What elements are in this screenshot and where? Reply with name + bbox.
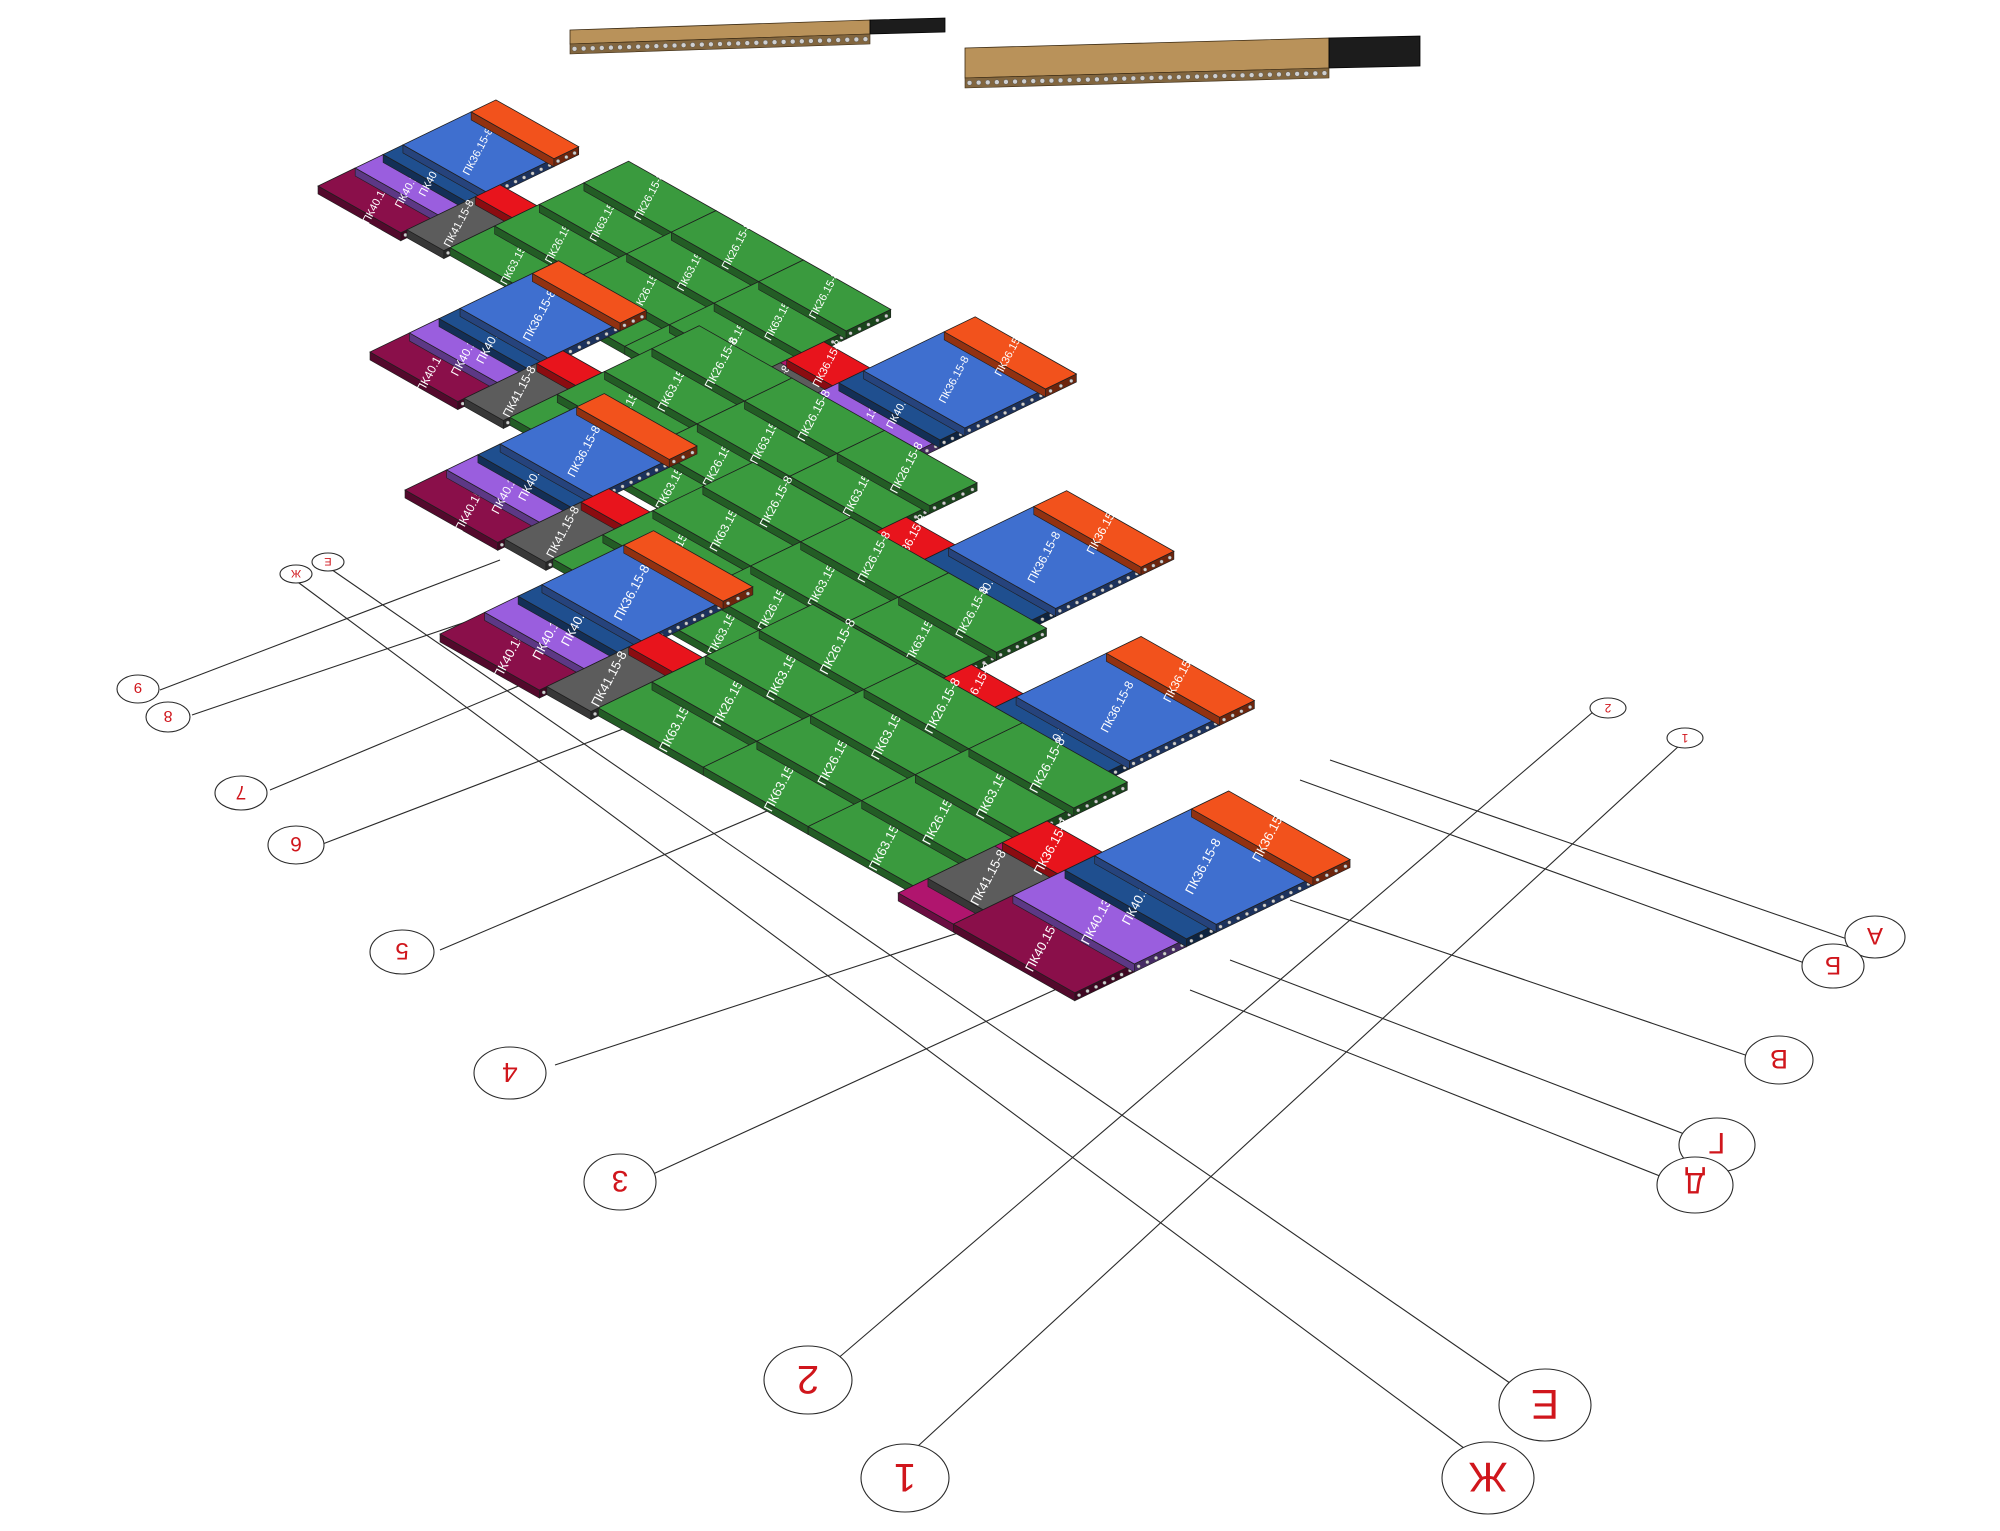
axis-bubble-E: Е: [1498, 1368, 1592, 1442]
slab-left-orange: [531, 260, 648, 332]
svg-text:А: А: [1867, 922, 1883, 949]
slab-green-2-2: ПК63.15-8: [788, 452, 931, 538]
axis-bubble-7: 7: [214, 775, 268, 811]
axis-bubble-right-1: 1: [1666, 727, 1704, 749]
slab-right-orange: ПК36.15-8: [1190, 790, 1351, 887]
svg-text:1: 1: [894, 1455, 916, 1499]
axis-line-1: [904, 744, 1681, 1459]
axis-line-G: [1229, 959, 1701, 1141]
axis-bubble-6: 6: [267, 825, 325, 865]
svg-text:3: 3: [612, 1164, 629, 1197]
slab-green-2-3: ПК26.15-8: [836, 429, 978, 515]
axis-line-3: [639, 959, 1121, 1181]
axis-bubble-Zh: Ж: [1441, 1441, 1535, 1515]
svg-text:Е: Е: [1531, 1381, 1559, 1428]
axis-bubble-8: 8: [145, 701, 191, 733]
slab-green-1-2: ПК63.15-8: [696, 400, 839, 485]
svg-text:1: 1: [1681, 731, 1688, 745]
svg-text:Ж: Ж: [1468, 1454, 1507, 1501]
slab-left-orange: [622, 530, 754, 610]
axis-bubble-5: 5: [369, 929, 435, 975]
slab-right-blue: ПК36.15-8: [1093, 808, 1314, 933]
slab-left-orange: [470, 99, 580, 168]
slab-left-blue: ПК36.15-8: [402, 111, 555, 201]
svg-text:5: 5: [395, 937, 408, 964]
slab-left-orange: [575, 393, 698, 468]
slab-right-blue: ПК36.15-8: [1015, 652, 1221, 770]
roof-slab-right: [964, 35, 1421, 89]
axis-line-D: [1189, 989, 1671, 1181]
svg-text:Б: Б: [1825, 951, 1841, 979]
axis-bubble-9: 9: [116, 674, 160, 704]
slab-green-2-3: ПК26.15-8: [897, 572, 1048, 661]
slab-right-blue: ПК36.15-8: [862, 331, 1047, 437]
axis-line-E: [324, 564, 1521, 1391]
axis-bubble-3: 3: [583, 1153, 657, 1211]
svg-text:9: 9: [134, 679, 142, 696]
axis-line-2: [821, 705, 1601, 1373]
axis-line-9: [159, 559, 501, 691]
slab-right-red: ПК36.15-8: [785, 338, 871, 395]
slab-left-blue: ПК36.15-8: [541, 544, 724, 650]
svg-text:В: В: [1770, 1044, 1788, 1074]
slab-green-0-3: ПК26.15-8: [758, 603, 919, 698]
axis-line-B: [1299, 779, 1811, 966]
svg-text:4: 4: [502, 1057, 518, 1088]
slab-left-maroon: ПК40.15-8: [404, 469, 541, 551]
slab-green-0-3: ПК26.15-8: [651, 325, 793, 410]
axis-bubble-top-E: Е: [311, 552, 345, 572]
slab-right-orange: ПК36.15-8: [1105, 636, 1256, 726]
axis-line-V: [1289, 899, 1761, 1061]
svg-text:6: 6: [290, 832, 302, 855]
slab-right-orange: ПК36.15-8: [1032, 490, 1175, 576]
slab-right-maroon: ПК40.15-8: [952, 894, 1136, 1002]
roof-slabs: [569, 17, 1421, 89]
slab-green-2-3: ПК26.15-8: [968, 722, 1129, 817]
axis-bubble-A: А: [1844, 915, 1906, 959]
axis-bubbles: 1 2 3 4 5 6 7 8: [116, 552, 1906, 1515]
svg-text:2: 2: [1604, 701, 1611, 715]
svg-text:Г: Г: [1709, 1126, 1725, 1159]
svg-text:2: 2: [797, 1357, 819, 1401]
svg-text:Д: Д: [1685, 1166, 1705, 1199]
axis-line-Zh: [294, 579, 1481, 1461]
axis-line-A: [1329, 759, 1851, 941]
axis-bubble-2: 2: [763, 1345, 853, 1415]
slab-green-2-3: ПК26.15-8: [757, 259, 892, 340]
axis-lines: [159, 559, 1851, 1461]
slab-right-orange: ПК36.15-8: [943, 316, 1078, 398]
roof-slab-left: [569, 17, 946, 55]
svg-text:Ж: Ж: [291, 567, 301, 579]
axis-bubble-1: 1: [860, 1443, 950, 1513]
axis-bubble-top-Zh: Ж: [279, 564, 313, 584]
svg-text:Е: Е: [324, 555, 331, 567]
slab-left-blue: ПК36.15-8: [459, 273, 621, 367]
axis-bubble-V: В: [1744, 1035, 1814, 1085]
svg-text:8: 8: [163, 707, 172, 724]
axis-bubble-right-2: 2: [1589, 697, 1627, 719]
svg-text:7: 7: [236, 781, 247, 802]
axis-bubble-B: Б: [1801, 943, 1865, 989]
axis-bubble-D: Д: [1656, 1156, 1734, 1214]
slab-right-blue: ПК36.15-8: [947, 506, 1142, 618]
axis-bubble-4: 4: [473, 1046, 547, 1100]
